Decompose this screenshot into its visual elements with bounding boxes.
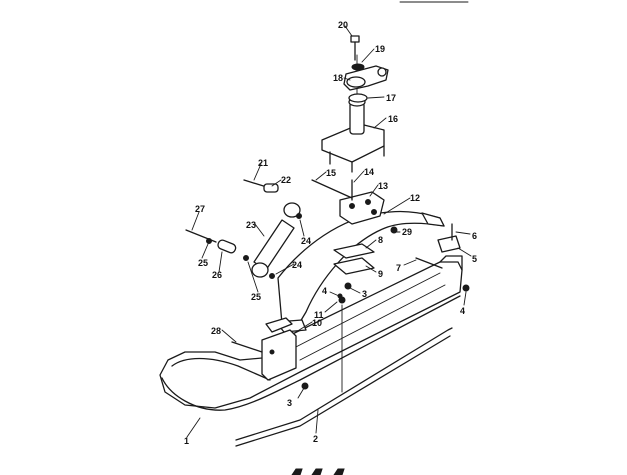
label-25a: 25 (198, 258, 208, 268)
bushing-22 (263, 183, 279, 193)
washer-19 (351, 63, 365, 71)
washer-25b (243, 255, 249, 261)
bolt-28 (231, 341, 263, 353)
label-15: 15 (326, 168, 336, 178)
label-8: 8 (378, 235, 383, 245)
ski (159, 255, 463, 411)
label-25b: 25 (251, 292, 261, 302)
label-4a: 4 (322, 286, 327, 296)
label-26: 26 (212, 270, 222, 280)
label-28: 28 (211, 326, 221, 336)
label-12: 12 (410, 193, 420, 203)
label-23: 23 (246, 220, 256, 230)
label-24a: 24 (301, 236, 311, 246)
rear-mount-bracket (339, 191, 385, 225)
cropped-caption-fragment (291, 468, 345, 475)
label-7: 7 (396, 263, 401, 273)
nut-24b (269, 273, 275, 279)
nut-29 (390, 226, 398, 234)
label-27: 27 (195, 204, 205, 214)
label-17: 17 (386, 93, 396, 103)
nut-3a (301, 382, 309, 390)
front-bracket (261, 317, 297, 381)
label-3a: 3 (287, 398, 292, 408)
bolt-7 (415, 257, 443, 269)
label-14: 14 (364, 167, 374, 177)
label-1: 1 (184, 436, 189, 446)
label-18: 18 (333, 73, 343, 83)
spacer-8 (333, 243, 375, 259)
label-22: 22 (281, 175, 291, 185)
washer-17 (348, 93, 368, 103)
label-10: 10 (312, 318, 322, 328)
bolt-20 (350, 35, 360, 61)
callout-labels: 1 2 3 3 4 4 5 6 7 8 9 10 11 12 13 14 15 … (184, 20, 477, 446)
label-11: 11 (314, 310, 324, 320)
washer-25a (206, 238, 212, 244)
nut-24a (296, 213, 302, 219)
label-5: 5 (472, 254, 477, 264)
label-13: 13 (378, 181, 388, 191)
clip-5 (437, 235, 461, 253)
label-19: 19 (375, 44, 385, 54)
leaf-spring (275, 210, 445, 333)
shock-absorber (251, 202, 301, 278)
bushing-26 (217, 239, 237, 254)
label-6: 6 (472, 231, 477, 241)
wear-bar (235, 304, 453, 447)
label-4b: 4 (460, 306, 465, 316)
label-2: 2 (313, 434, 318, 444)
bolt-15 (311, 179, 353, 199)
nut-4b (462, 284, 470, 292)
leader-lines (186, 25, 472, 438)
label-20: 20 (338, 20, 348, 30)
label-3b: 3 (362, 289, 367, 299)
steering-arm (343, 65, 389, 91)
pad-9 (333, 257, 375, 275)
nut-3b (344, 282, 352, 290)
label-16: 16 (388, 114, 398, 124)
label-24b: 24 (292, 260, 302, 270)
label-29: 29 (402, 227, 412, 237)
label-9: 9 (378, 269, 383, 279)
label-21: 21 (258, 158, 268, 168)
